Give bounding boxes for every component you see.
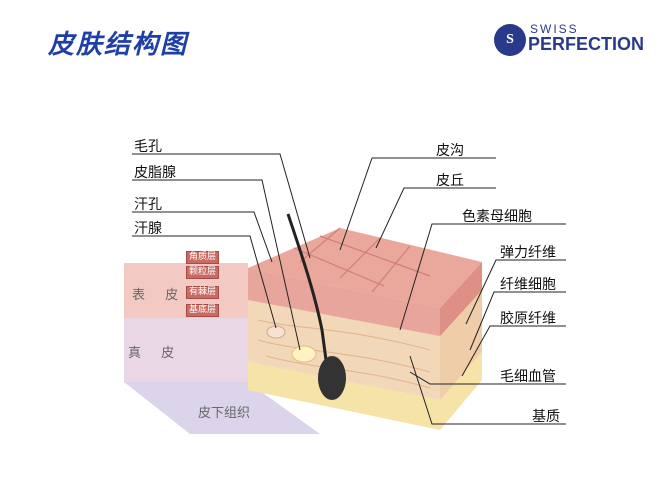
leader-collagen	[461, 325, 566, 377]
label-sebaceous-gland: 皮脂腺	[134, 165, 176, 181]
label-skin-groove: 皮沟	[436, 143, 464, 159]
leader-fibroblast	[469, 291, 566, 351]
leader-sebaceous	[132, 179, 301, 351]
sublayer-stratum-corneum: 角质层	[186, 251, 220, 264]
label-elastic-fiber: 弹力纤维	[500, 245, 556, 261]
hair-follicle	[318, 356, 346, 400]
leader-melanocyte	[399, 223, 566, 331]
leader-ridge	[375, 187, 496, 249]
leader-pore	[132, 153, 311, 259]
label-matrix: 基质	[532, 409, 560, 425]
label-sweat-gland: 汗腺	[134, 221, 162, 237]
logo-line2: PERFECTION	[528, 34, 645, 54]
front-epidermis	[248, 268, 440, 336]
label-melanocyte: 色素母细胞	[462, 209, 532, 225]
label-collagen-fiber: 胶原纤维	[500, 311, 556, 327]
sebaceous-gland	[291, 345, 317, 363]
brand-logo: S SWISS PERFECTION	[494, 20, 644, 60]
leader-elastic	[465, 259, 566, 325]
label-capillary: 毛细血管	[500, 369, 556, 385]
label-pore: 毛孔	[134, 139, 162, 155]
page-title: 皮肤结构图	[48, 30, 189, 60]
logo-mark-icon: S	[494, 24, 526, 56]
logo-line1: SWISS	[530, 22, 579, 36]
leader-sweat-gland	[132, 235, 277, 329]
leader-sweat-pore	[132, 211, 273, 263]
right-epidermis	[440, 262, 482, 336]
dermis-band	[124, 318, 248, 382]
sublayer-granulosum: 颗粒层	[186, 266, 220, 279]
hair-shaft	[286, 213, 332, 391]
block-top-surface	[248, 228, 482, 308]
label-subcutaneous: 皮下组织	[198, 406, 251, 421]
label-skin-ridge: 皮丘	[436, 173, 464, 189]
label-dermis: 真 皮	[128, 346, 183, 361]
subcutaneous-band	[124, 382, 320, 434]
sublayer-basale: 基底层	[186, 304, 220, 317]
leader-matrix	[409, 355, 566, 425]
sweat-gland	[266, 325, 286, 339]
label-sweat-pore: 汗孔	[134, 197, 162, 213]
skin-groove-lines	[293, 227, 431, 293]
block-bottom-fat	[248, 352, 482, 430]
label-epidermis: 表 皮	[132, 288, 187, 303]
sublayer-spinosum: 有棘层	[186, 286, 220, 299]
label-fibroblast: 纤维细胞	[500, 277, 556, 293]
leader-groove	[339, 157, 496, 251]
